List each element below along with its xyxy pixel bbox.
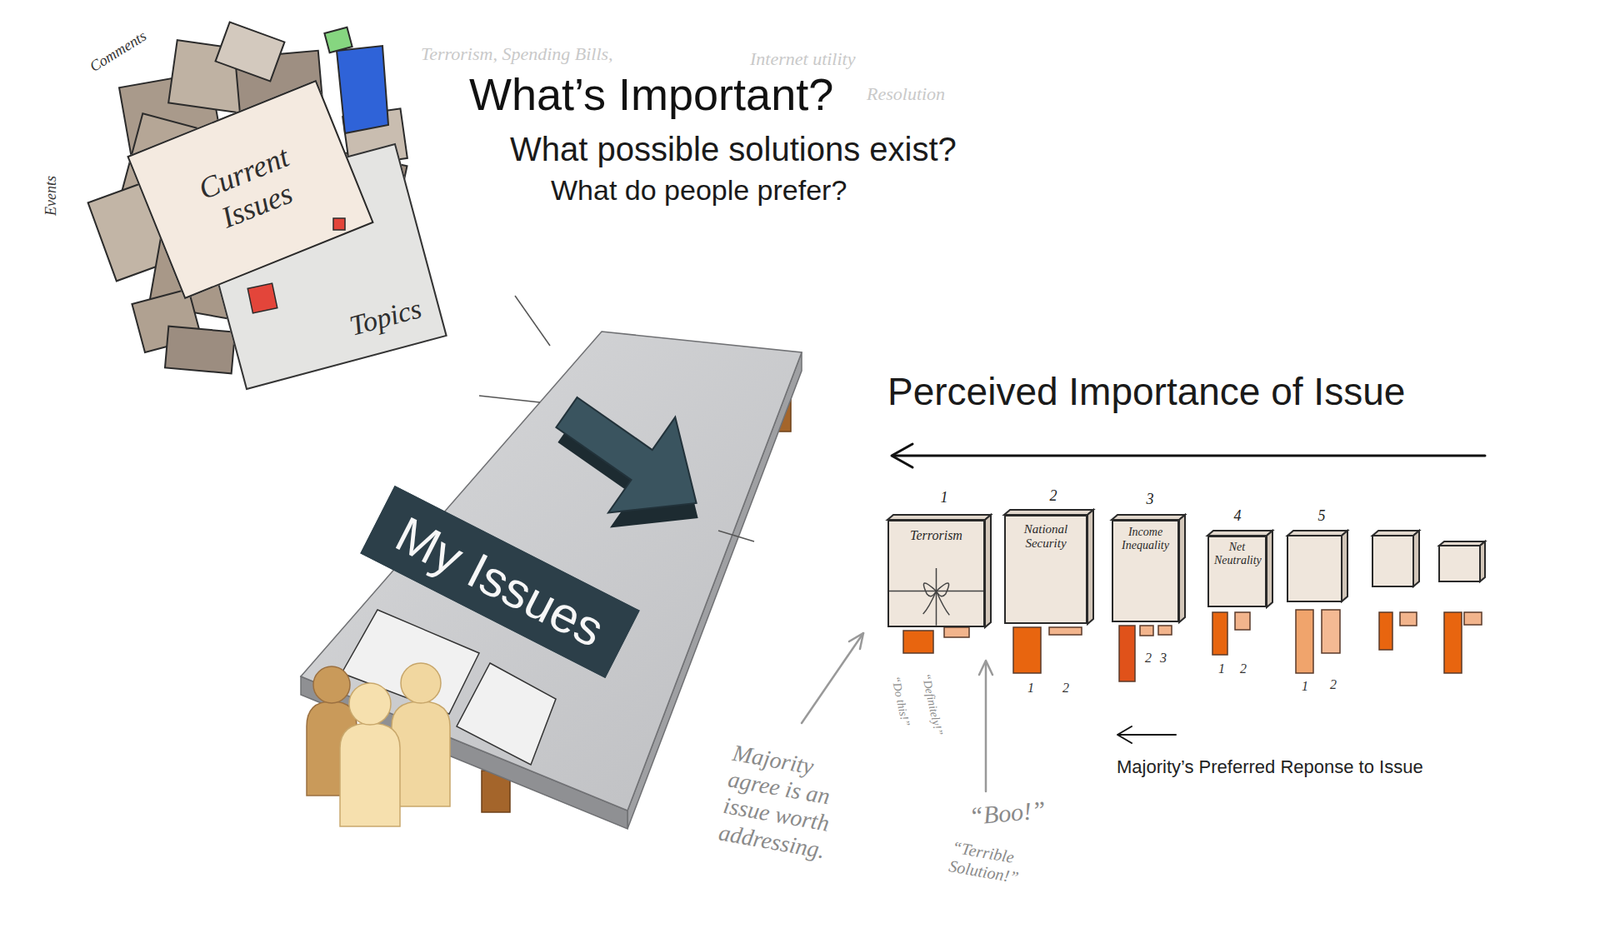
pointer-arrow	[533, 365, 732, 567]
motion-lines	[479, 295, 755, 542]
leader-arrow	[985, 662, 988, 792]
rank-number: 2	[1050, 487, 1058, 506]
rank-number: 3	[1146, 490, 1155, 510]
motion-lines	[718, 530, 755, 542]
people-figures	[340, 723, 400, 827]
preference-bar	[1119, 625, 1135, 682]
option-number: 2	[1240, 660, 1247, 677]
people-figures	[306, 663, 450, 827]
red-tab	[247, 218, 345, 314]
rank-number: 1	[940, 489, 949, 508]
red-tab	[333, 218, 345, 230]
preference-bar	[1444, 612, 1462, 674]
gift-ribbon	[889, 568, 984, 626]
preference-bar	[903, 610, 1482, 682]
sketch-note: Events	[42, 175, 61, 216]
leader-arrow	[849, 633, 864, 650]
issues-banner: My Issues	[360, 485, 640, 679]
people-figures	[313, 666, 350, 704]
node-text: Net Neutrality	[1214, 540, 1260, 568]
node-text: Current Issues	[171, 130, 330, 248]
blank-issue-cube	[1287, 530, 1485, 602]
preference-bar	[1379, 612, 1393, 650]
axis-arrow	[1117, 726, 1132, 744]
cube-face	[1087, 510, 1094, 625]
option-number: 3	[1160, 650, 1167, 666]
gift-ribbon	[935, 568, 938, 626]
preference-bar	[903, 630, 934, 654]
reaction-note: “Do this!”	[887, 675, 912, 728]
leader-arrow	[979, 660, 993, 675]
sketch-note: Comments	[86, 27, 150, 77]
preference-bar	[1049, 627, 1082, 635]
paper-pile	[165, 326, 235, 375]
paper-pile	[324, 27, 352, 53]
blank-issue-cube	[1413, 530, 1420, 587]
issue-cube: National Security	[1004, 515, 1088, 625]
issue-cube: Net Neutrality	[1207, 535, 1267, 608]
axis-arrow	[893, 455, 1485, 458]
axis-arrow	[891, 444, 913, 468]
axis-label: Perceived Importance of Issue	[887, 369, 1405, 415]
issues-board	[300, 331, 802, 830]
node-text: My Issues	[386, 505, 614, 659]
node-text: Terrorism	[910, 528, 963, 544]
node-text: Income Inequality	[1118, 525, 1173, 553]
pointer-arrow	[533, 365, 730, 552]
paper-pile	[336, 45, 389, 134]
faint-note: Terrorism, Spending Bills,	[420, 43, 614, 65]
rank-number: 5	[1318, 507, 1326, 526]
motion-lines	[479, 395, 540, 403]
annotation-note: “Terrible Solution!”	[947, 837, 1049, 892]
rank-number: 4	[1234, 507, 1242, 526]
blank-issue-cube	[1341, 530, 1348, 602]
preference-bar	[1140, 625, 1154, 636]
preference-bar	[1235, 612, 1250, 630]
preference-bar	[1013, 627, 1041, 674]
preference-bar	[1400, 612, 1417, 626]
issue-cube: Income Inequality	[1111, 520, 1180, 623]
people-figures	[349, 683, 391, 725]
red-tab	[247, 283, 278, 314]
question-text: What do people prefer?	[550, 173, 847, 208]
issue-cube: Terrorism	[887, 520, 985, 628]
blank-issue-cube	[1372, 535, 1414, 587]
cube-face	[1179, 515, 1185, 623]
option-number: 1	[1218, 660, 1225, 677]
paper-pile	[215, 22, 285, 82]
option-number: 2	[1330, 676, 1337, 693]
axis-arrow	[1119, 734, 1176, 736]
preference-bar	[1464, 612, 1482, 625]
node-text: National Security	[1012, 522, 1080, 552]
reaction-note: “Definitely!”	[918, 672, 945, 737]
leader-arrow	[801, 633, 864, 724]
preference-bar	[1321, 610, 1340, 654]
blank-issue-cube	[1439, 545, 1480, 582]
cube-face	[887, 510, 1273, 628]
node-text: Topics	[345, 291, 425, 342]
annotation-note: Majority agree is an issue worth address…	[716, 740, 859, 868]
cube-face	[985, 515, 991, 628]
preference-bar	[1295, 610, 1314, 674]
preference-bar	[1212, 612, 1228, 655]
option-number: 2	[1062, 680, 1070, 696]
gift-ribbon	[923, 591, 950, 616]
axis-label: Majority’s Preferred Reponse to Issue	[1116, 756, 1424, 779]
annotation-note: “Boo!”	[968, 795, 1047, 832]
preference-bar	[944, 627, 970, 638]
option-number: 1	[1027, 680, 1035, 696]
blank-issue-cube	[1287, 535, 1342, 602]
cube-face	[1266, 530, 1273, 608]
option-number: 2	[1145, 650, 1152, 666]
board-panel	[456, 663, 556, 765]
preference-bar	[1158, 625, 1172, 635]
question-text: What possible solutions exist?	[510, 129, 957, 170]
faint-note: Internet utility	[750, 48, 855, 70]
option-number: 1	[1301, 678, 1309, 695]
faint-note: Resolution	[866, 83, 945, 105]
people-figures	[400, 663, 441, 704]
title-heading: What’s Important?	[469, 68, 834, 120]
motion-lines	[515, 295, 550, 346]
